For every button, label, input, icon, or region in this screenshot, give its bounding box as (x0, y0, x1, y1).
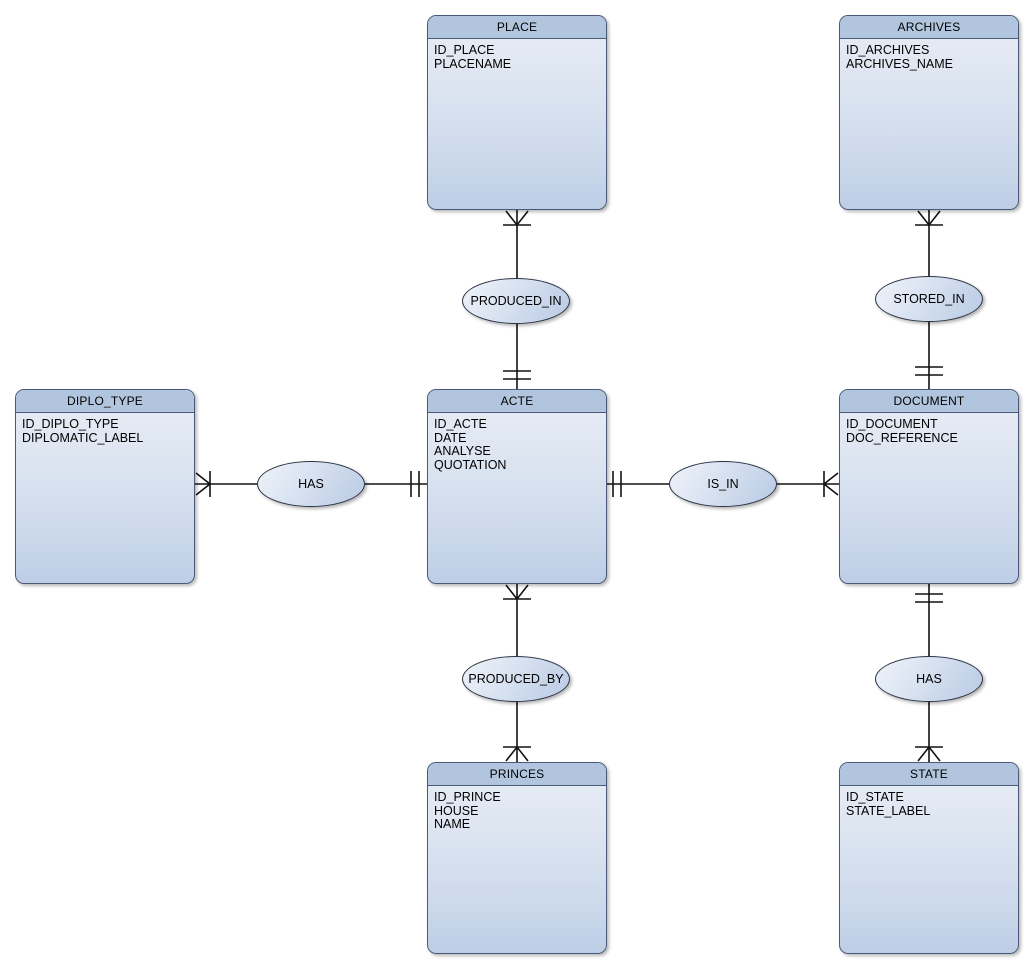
relationship-has_diplo[interactable]: HAS (257, 461, 365, 507)
relationship-produced_in[interactable]: PRODUCED_IN (462, 278, 570, 324)
attribute-row: ID_DOCUMENT (846, 417, 938, 431)
attribute-row: HOUSE (434, 803, 479, 818)
entity-title-archives: ARCHIVES (840, 16, 1018, 39)
attribute-row: ID_PLACE (434, 43, 495, 57)
entity-title-place: PLACE (428, 16, 606, 39)
relationship-label-is_in: IS_IN (707, 477, 739, 491)
entity-title-princes: PRINCES (428, 763, 606, 786)
attribute-row: ID_ACTE (434, 417, 487, 431)
crowsfoot-archives (917, 210, 941, 227)
attribute-row: ARCHIVES_NAME (846, 56, 953, 71)
entity-title-document: DOCUMENT (840, 390, 1018, 413)
relationship-label-produced_in: PRODUCED_IN (470, 294, 562, 308)
attribute-row: DOC_REFERENCE (846, 430, 958, 445)
crowsfoot-document (822, 472, 839, 496)
relationship-label-produced_by: PRODUCED_BY (468, 672, 564, 686)
crowsfoot-place (505, 210, 529, 227)
entity-title-state: STATE (840, 763, 1018, 786)
attribute-row: DIPLOMATIC_LABEL (22, 430, 144, 445)
entity-title-acte: ACTE (428, 390, 606, 413)
relationship-label-has_diplo: HAS (298, 477, 324, 491)
attribute-row: ANALYSE (434, 444, 491, 459)
attribute-row: QUOTATION (434, 457, 507, 472)
crowsfoot-state (917, 745, 941, 762)
attribute-row: DATE (434, 430, 467, 445)
attribute-row: ID_PRINCE (434, 790, 501, 804)
relationship-is_in[interactable]: IS_IN (669, 461, 777, 507)
crowsfoot-diplotype (195, 472, 212, 496)
crowsfoot-acte-princes (505, 584, 529, 601)
relationship-has_state[interactable]: HAS (875, 656, 983, 702)
entity-title-diplo_type: DIPLO_TYPE (16, 390, 194, 413)
relationship-label-stored_in: STORED_IN (893, 292, 965, 306)
relationship-produced_by[interactable]: PRODUCED_BY (462, 656, 570, 702)
attribute-row: STATE_LABEL (846, 803, 931, 818)
attribute-row: NAME (434, 817, 471, 832)
attribute-row: ID_ARCHIVES (846, 43, 930, 57)
relationship-stored_in[interactable]: STORED_IN (875, 276, 983, 322)
attribute-row: ID_DIPLO_TYPE (22, 417, 119, 431)
attribute-row: PLACENAME (434, 56, 512, 71)
attribute-row: ID_STATE (846, 790, 904, 804)
crowsfoot-princes (505, 745, 529, 762)
relationship-label-has_state: HAS (916, 672, 942, 686)
